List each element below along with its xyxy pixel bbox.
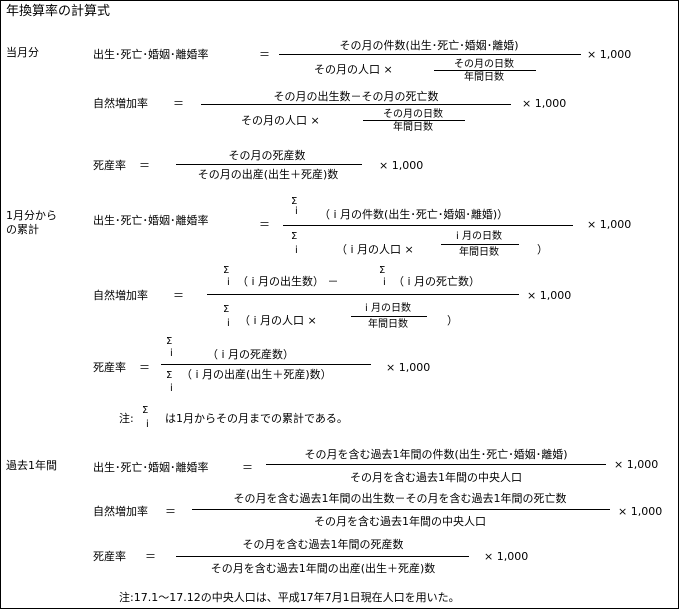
times-1000: × 1,000 [527, 289, 572, 302]
sigma-index: i [295, 206, 298, 217]
sigma-symbol: Σ [166, 336, 173, 347]
numerator-text: その月を含む過去1年間の死産数 [242, 538, 404, 551]
fraction-bar [266, 464, 606, 465]
fraction-bar [192, 509, 610, 510]
sigma-symbol: Σ [223, 304, 230, 315]
denominator-text: その月を含む過去1年間の中央人口 [350, 471, 522, 484]
numerator-text: その月の件数(出生･死亡･婚姻･離婚) [339, 39, 519, 52]
note-prefix: 注: [119, 412, 134, 425]
equals-sign: ＝ [139, 159, 150, 172]
equals-sign: ＝ [259, 218, 270, 231]
stillbirth-label: 死産率 [93, 550, 126, 563]
stillbirth-label: 死産率 [93, 361, 126, 374]
birth-rate-label: 出生･死亡･婚姻･離婚率 [93, 48, 209, 61]
sigma-symbol: Σ [223, 265, 230, 276]
sigma-index: i [227, 318, 230, 329]
numerator-text: その月の死産数 [228, 149, 306, 162]
denominator-text: （ i 月の出産(出生＋死産)数） [181, 368, 332, 381]
fraction-bar [207, 294, 519, 295]
times-1000: × 1,000 [379, 159, 424, 172]
equals-sign: ＝ [259, 48, 270, 61]
fraction-bar [176, 164, 362, 165]
fraction-bar [283, 225, 573, 226]
fraction-bar [201, 104, 511, 105]
times-1000: × 1,000 [587, 218, 632, 231]
equals-sign: ＝ [173, 289, 184, 302]
section-label-current-month: 当月分 [6, 46, 39, 59]
cumulative-note-text: は1月からその月までの累計である。 [165, 412, 348, 425]
days-denominator: 年間日数 [393, 122, 433, 133]
times-1000: × 1,000 [484, 550, 529, 563]
births-sum-text: （ i 月の出生数） － [237, 275, 339, 288]
numerator-text: （ i 月の件数(出生･死亡･婚姻･離婚)） [319, 208, 509, 221]
sigma-index: i [295, 245, 298, 256]
numerator-text: その月を含む過去1年間の件数(出生･死亡･婚姻･離婚) [304, 448, 568, 461]
denominator-text: その月の出産(出生＋死産)数 [197, 168, 339, 181]
denominator-text: その月の人口 × [314, 63, 393, 76]
times-1000: × 1,000 [386, 361, 431, 374]
mid-year-population-note: 注:17.1～17.12の中央人口は、平成17年7月1日現在人口を用いた。 [119, 591, 460, 604]
fraction-bar [441, 244, 519, 245]
section-label-past-year: 過去1年間 [6, 459, 57, 472]
paren-close: ） [447, 314, 458, 327]
section-label-cumulative-line2: の累計 [6, 223, 39, 236]
natural-increase-label: 自然増加率 [93, 97, 148, 110]
birth-rate-label: 出生･死亡･婚姻･離婚率 [93, 214, 209, 227]
deaths-sum-text: （ i 月の死亡数） [393, 275, 481, 288]
sigma-index: i [146, 419, 149, 430]
days-denominator: 年間日数 [368, 319, 408, 330]
days-denominator: 年間日数 [459, 247, 499, 258]
sigma-symbol: Σ [142, 405, 149, 416]
paren-close: ） [537, 243, 548, 256]
times-1000: × 1,000 [522, 97, 567, 110]
numerator-text: （ i 月の死産数） [207, 348, 295, 361]
natural-increase-label: 自然増加率 [93, 505, 148, 518]
equals-sign: ＝ [145, 550, 156, 563]
equals-sign: ＝ [242, 461, 253, 474]
equals-sign: ＝ [165, 505, 176, 518]
days-numerator: i 月の日数 [365, 303, 411, 314]
fraction-bar [161, 364, 371, 365]
denominator-text: その月の人口 × [241, 114, 320, 127]
section-label-cumulative-line1: 1月分から [6, 209, 57, 222]
sigma-symbol: Σ [166, 370, 173, 381]
times-1000: × 1,000 [614, 458, 659, 471]
sigma-symbol: Σ [291, 196, 298, 207]
sigma-symbol: Σ [291, 231, 298, 242]
fraction-bar [351, 316, 427, 317]
sigma-index: i [170, 383, 173, 394]
sigma-index: i [227, 277, 230, 288]
fraction-bar [279, 54, 581, 55]
denominator-text: （ i 月の人口 × [239, 314, 317, 327]
times-1000: × 1,000 [618, 505, 663, 518]
fraction-bar [434, 70, 536, 71]
numerator-text: その月を含む過去1年間の出生数－その月を含む過去1年間の死亡数 [233, 492, 567, 505]
denominator-text: その月を含む過去1年間の中央人口 [314, 515, 486, 528]
days-denominator: 年間日数 [464, 72, 504, 83]
equals-sign: ＝ [139, 361, 150, 374]
natural-increase-label: 自然増加率 [93, 289, 148, 302]
birth-rate-label: 出生･死亡･婚姻･離婚率 [93, 461, 209, 474]
days-numerator: その月の日数 [383, 109, 443, 120]
numerator-text: その月の出生数－その月の死亡数 [273, 90, 439, 103]
document-title: 年換算率の計算式 [6, 4, 111, 19]
sigma-index: i [170, 348, 173, 359]
fraction-bar [176, 556, 469, 557]
days-numerator: その月の日数 [454, 59, 514, 70]
equals-sign: ＝ [173, 97, 184, 110]
stillbirth-label: 死産率 [93, 159, 126, 172]
days-numerator: i 月の日数 [456, 231, 502, 242]
sigma-symbol: Σ [379, 265, 386, 276]
denominator-text: （ i 月の人口 × [336, 243, 414, 256]
denominator-text: その月を含む過去1年間の出産(出生＋死産)数 [210, 562, 436, 575]
fraction-bar [363, 120, 465, 121]
sigma-index: i [383, 277, 386, 288]
times-1000: × 1,000 [587, 48, 632, 61]
